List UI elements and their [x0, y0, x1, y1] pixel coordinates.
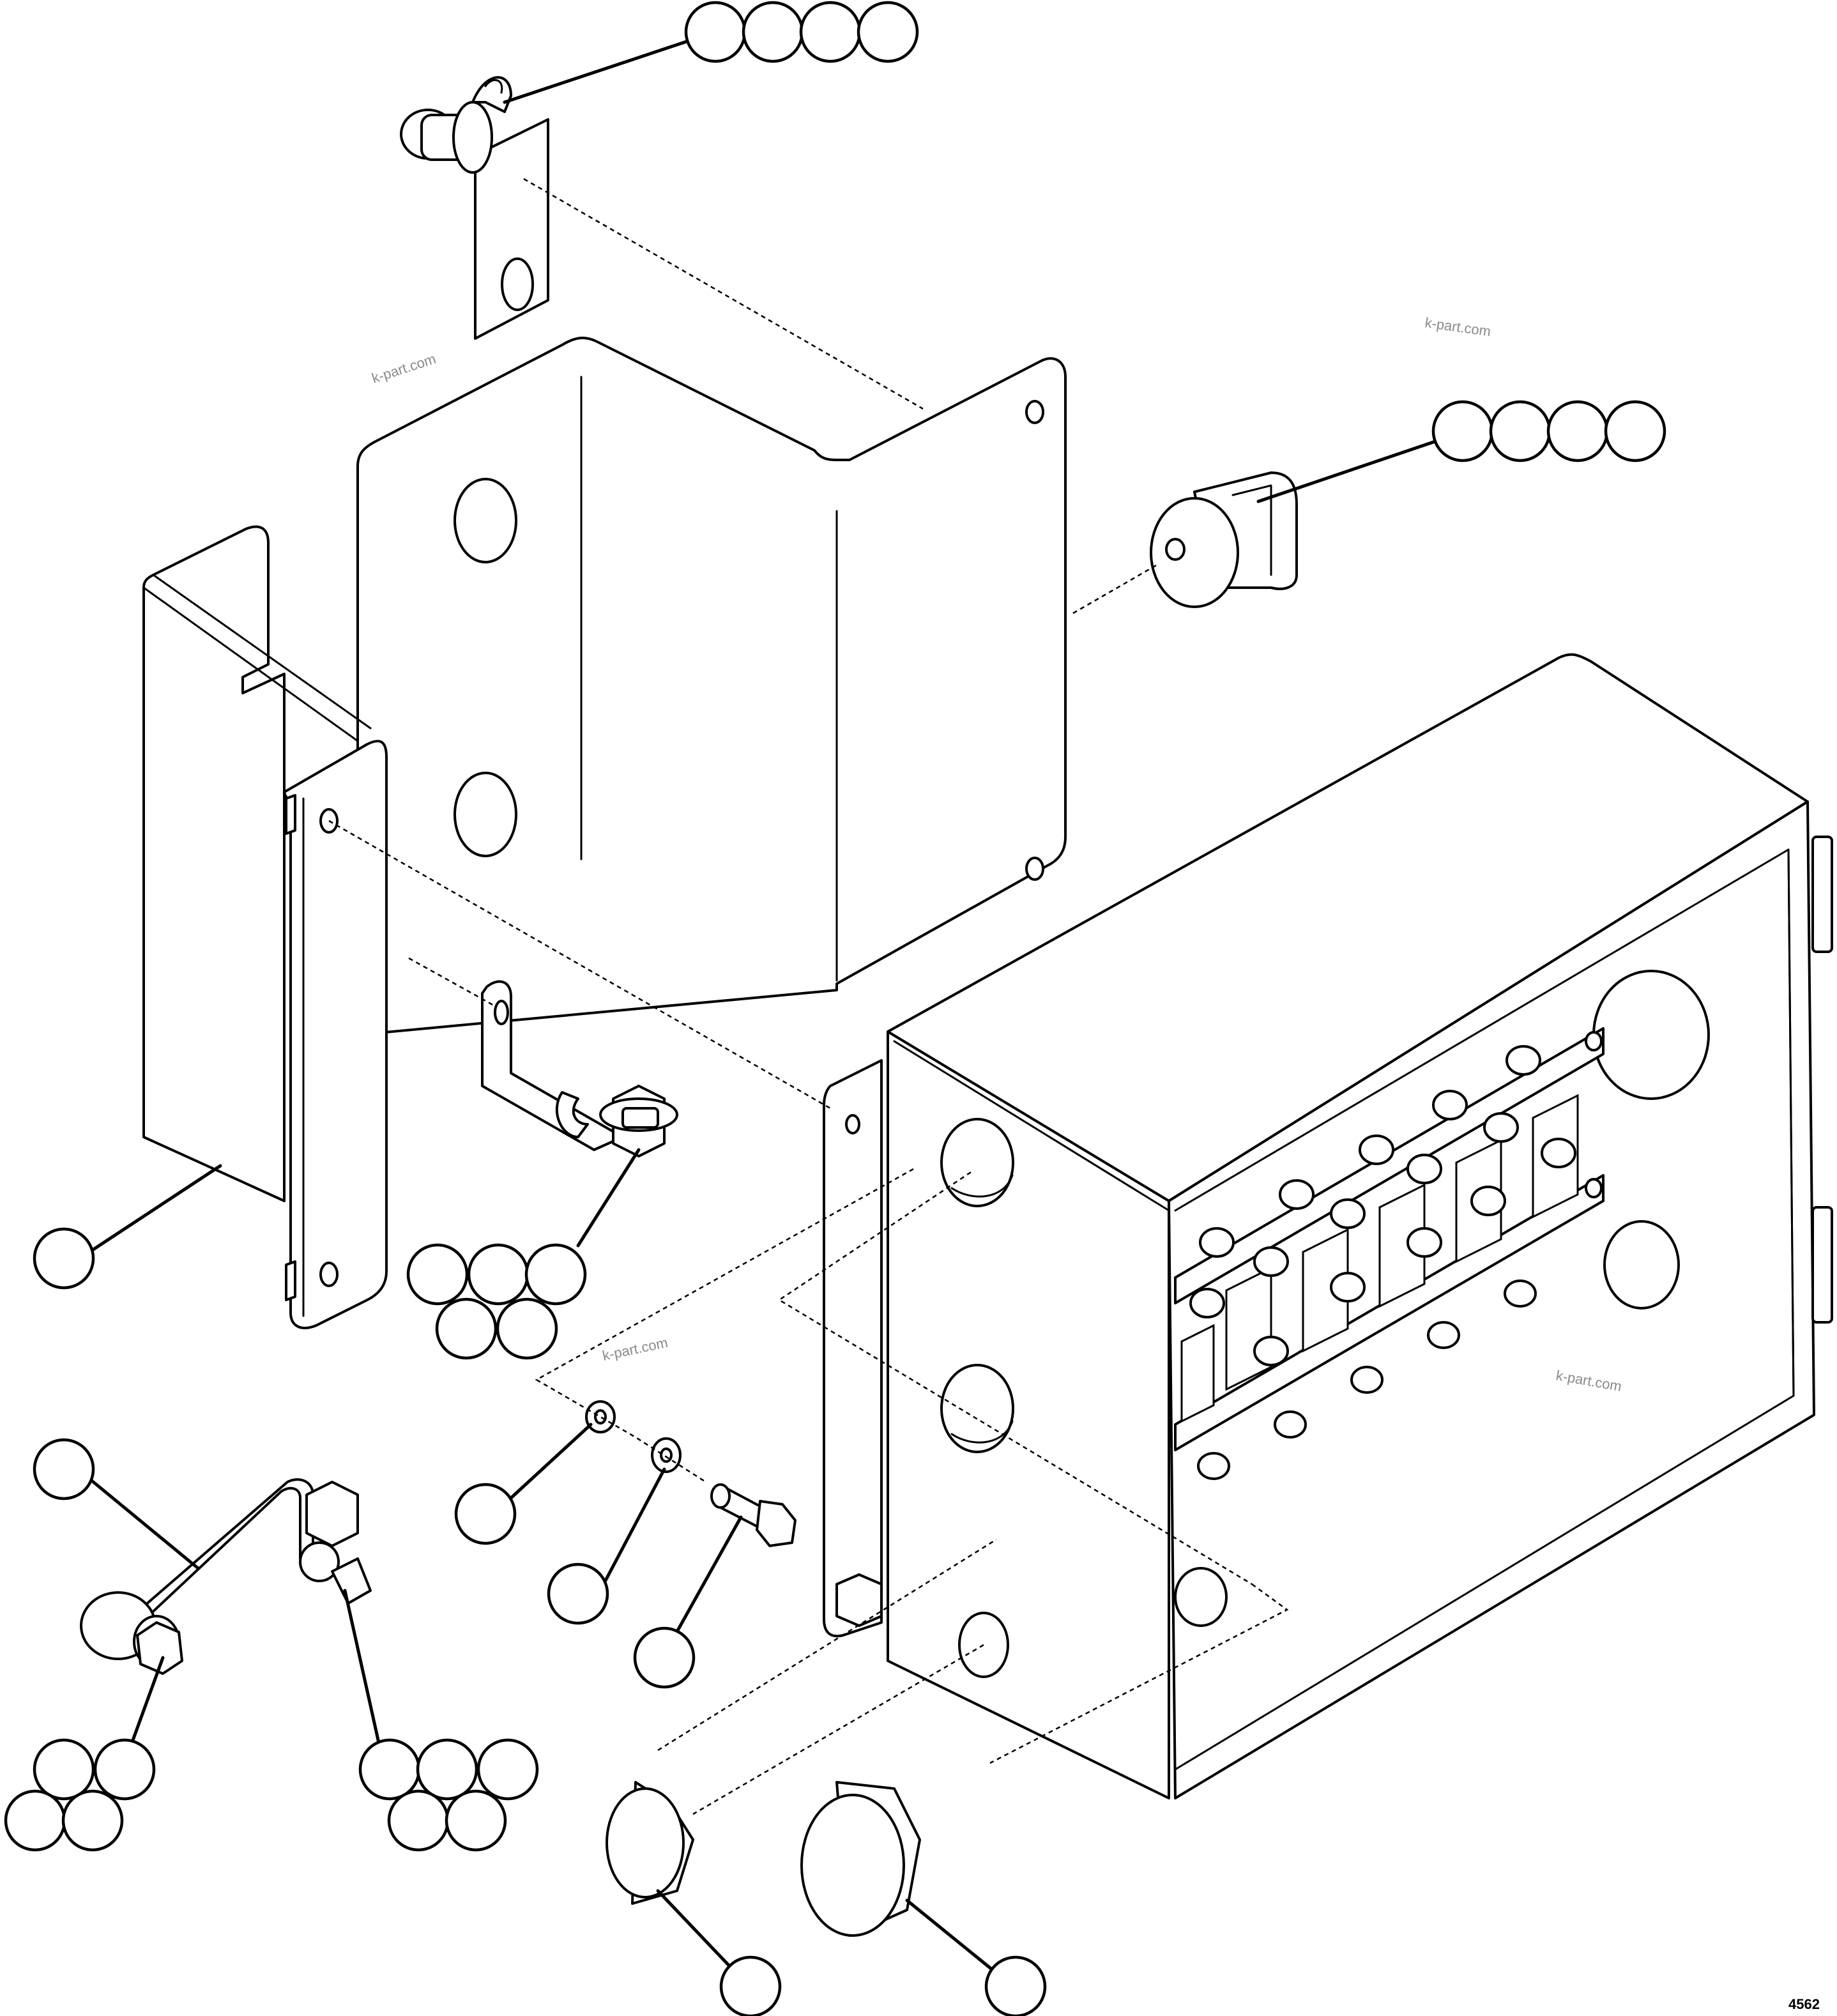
callout-balloon [387, 1789, 450, 1852]
callout-balloon [547, 1562, 609, 1625]
large-hole-plug [800, 1781, 921, 1937]
mounting-bracket-front [142, 525, 388, 1329]
callout-balloon [33, 1438, 95, 1501]
callout-balloon [445, 1789, 507, 1852]
callout-balloon [684, 1, 747, 63]
small-hole-plug [606, 1781, 694, 1905]
lower-left-clip-assembly [80, 1478, 372, 1675]
callout-balloon [467, 1243, 530, 1306]
right-grommet-part [1150, 471, 1298, 608]
callout-balloon [1546, 400, 1609, 462]
callout-balloon [857, 1, 919, 63]
assembly-dashed-lines [328, 178, 1289, 1815]
callout-balloon [476, 1738, 539, 1801]
middle-clip-assembly [481, 980, 678, 1157]
callout-balloon [984, 1955, 1047, 2016]
callout-balloon [416, 1738, 478, 1801]
drawing-code: 4562 [1788, 1996, 1820, 2012]
callout-balloon [33, 1227, 95, 1290]
mounting-bracket-back [356, 337, 1067, 1036]
terminal-block-row [1180, 1094, 1579, 1423]
callout-balloon [358, 1738, 421, 1801]
callout-balloon [742, 1, 804, 63]
watermark: k-part.com [370, 351, 438, 386]
watermark: k-part.com [601, 1334, 669, 1364]
watermark: k-part.com [1424, 314, 1491, 339]
callout-balloon [496, 1297, 558, 1360]
callout-balloon [524, 1243, 587, 1306]
callout-balloons [4, 1, 1666, 2016]
terminal-bolts [1189, 1045, 1576, 1480]
callout-balloon [61, 1789, 124, 1852]
callout-balloon [1431, 400, 1494, 462]
callout-balloon [435, 1297, 498, 1360]
washer-2 [651, 1437, 682, 1473]
callout-balloon [719, 1955, 782, 2016]
hex-bolt [710, 1483, 797, 1547]
callout-balloon [1489, 400, 1551, 462]
callout-balloon [799, 1, 862, 63]
callout-balloon [4, 1789, 66, 1852]
top-hose-clamp-part [400, 76, 549, 340]
callout-balloon [406, 1243, 469, 1306]
junction-box-enclosure [823, 653, 1833, 1799]
callout-balloon [454, 1483, 517, 1545]
callout-balloon [93, 1738, 156, 1801]
callout-balloon [33, 1738, 95, 1801]
callout-balloon [1604, 400, 1666, 462]
callout-balloon [633, 1626, 696, 1689]
washer-1 [585, 1400, 616, 1433]
